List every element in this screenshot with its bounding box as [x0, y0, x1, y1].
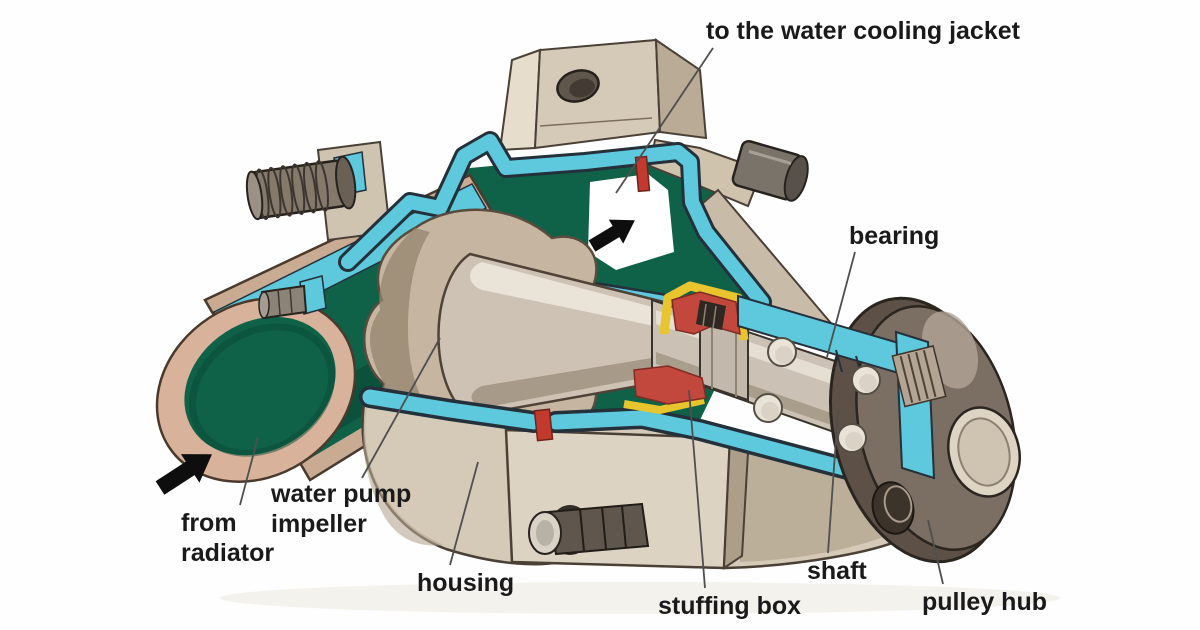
leader-bearing	[826, 251, 856, 358]
flow-out-arrow	[588, 219, 635, 252]
leader-shaft	[827, 409, 839, 554]
gasket-mark-housing	[533, 408, 554, 442]
leader-lines	[239, 47, 944, 589]
label-from-radiator-line1: from	[181, 509, 237, 537]
shaft-threads	[891, 345, 947, 408]
leader-pulley-hub	[927, 519, 944, 585]
leader-from-radiator	[239, 436, 259, 506]
lug-stud	[528, 502, 650, 556]
label-bearing: bearing	[849, 222, 940, 250]
leader-impeller	[361, 337, 441, 479]
label-pulley-hub: pulley hub	[922, 588, 1047, 616]
section-band-housing	[359, 386, 885, 487]
stuffing-box-seal-lower	[623, 365, 707, 414]
mounting-stud-top-left	[245, 140, 392, 242]
inlet-side-stud	[258, 275, 327, 320]
top-mounting-boss	[498, 38, 708, 152]
bearing-assembly	[737, 294, 947, 480]
label-impeller-line1: water pump	[271, 480, 412, 508]
leader-cooling-jacket	[615, 47, 714, 194]
leader-stuffing-box	[688, 389, 706, 589]
bearing-balls	[753, 337, 881, 453]
label-stuffing-box: stuffing box	[658, 592, 802, 620]
label-impeller-line2: impeller	[271, 510, 367, 538]
ground-shadow	[220, 582, 1060, 614]
leader-housing	[449, 461, 479, 566]
label-cooling-jacket: to the water cooling jacket	[706, 17, 1020, 45]
label-impeller: water pump impeller	[271, 479, 411, 539]
housing-volute	[361, 390, 916, 570]
flow-in-arrow	[155, 454, 212, 495]
label-housing: housing	[417, 569, 515, 597]
hex-bolt	[731, 139, 809, 202]
impeller	[363, 208, 690, 456]
shaft-tip	[947, 406, 1021, 498]
label-shaft: shaft	[807, 557, 867, 585]
label-from-radiator-line2: radiator	[181, 539, 275, 567]
label-from-radiator: from radiator	[181, 508, 274, 568]
